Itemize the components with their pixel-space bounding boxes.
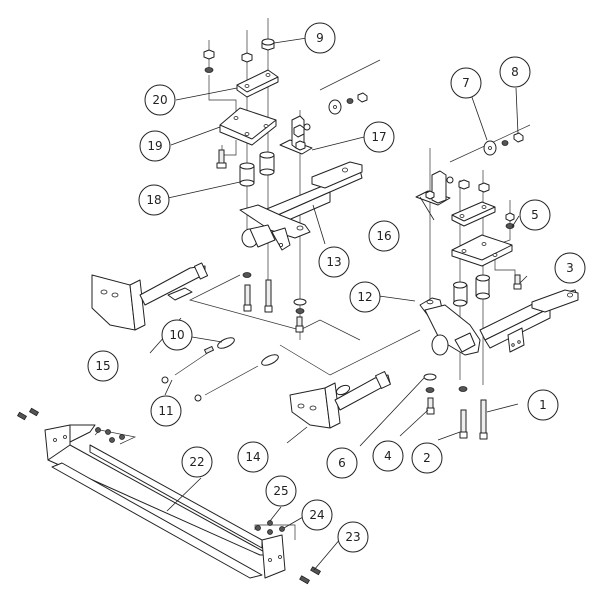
callout-label: 5 [531, 208, 539, 222]
part-14-bracket [289, 371, 391, 429]
callout-label: 3 [566, 261, 574, 275]
right-spacers [453, 274, 490, 307]
callout-label: 23 [345, 530, 360, 544]
callout-label: 14 [245, 450, 260, 464]
callout-label: 4 [384, 449, 392, 463]
callout-label: 15 [95, 359, 110, 373]
callout-25: 25 [265, 475, 297, 507]
part-7-washer [483, 140, 509, 156]
callout-4: 4 [372, 440, 404, 472]
bottom-hardware-left [16, 407, 125, 443]
bolt-small-left [216, 149, 227, 169]
part-24-washer [279, 526, 285, 532]
part-8-nut [513, 132, 524, 143]
callout-11: 11 [150, 395, 182, 427]
leader-lines [149, 37, 528, 571]
part-25-nuts [255, 520, 273, 535]
callout-label: 22 [189, 455, 204, 469]
callout-13: 13 [318, 246, 350, 278]
part-9-nut [261, 38, 275, 51]
bolts-under-12 [423, 373, 488, 440]
part-22-channel [44, 424, 286, 579]
part-10-cable [161, 337, 279, 402]
callout-label: 25 [273, 484, 288, 498]
callout-label: 8 [511, 65, 519, 79]
callout-19: 19 [139, 130, 171, 162]
callout-label: 18 [146, 193, 161, 207]
part-13-receiver-arm [239, 161, 363, 251]
callout-22: 22 [181, 446, 213, 478]
part-23-bolts [299, 566, 322, 585]
right-lower-plate [451, 234, 513, 267]
callout-label: 1 [539, 398, 547, 412]
callout-label: 24 [309, 508, 324, 522]
callout-23: 23 [337, 521, 369, 553]
callout-8: 8 [499, 56, 531, 88]
callout-10: 10 [161, 319, 193, 351]
callout-14: 14 [237, 441, 269, 473]
washer-17 [328, 92, 368, 115]
callout-24: 24 [301, 499, 333, 531]
part-12-receiver-arm [419, 289, 579, 356]
callout-label: 9 [316, 31, 324, 45]
callout-label: 12 [357, 290, 372, 304]
part-15-bracket [91, 262, 209, 331]
callout-label: 11 [158, 404, 173, 418]
callout-6: 6 [326, 447, 358, 479]
part-5-washer [505, 223, 515, 229]
part-16-bracket [415, 170, 454, 206]
bolts-under-13 [242, 272, 307, 333]
callout-5: 5 [519, 199, 551, 231]
callout-label: 10 [169, 328, 184, 342]
callout-label: 7 [462, 76, 470, 90]
callout-2: 2 [411, 442, 443, 474]
callout-1: 1 [527, 389, 559, 421]
callout-label: 19 [147, 139, 162, 153]
callout-12: 12 [349, 281, 381, 313]
part-20-plate [236, 69, 279, 98]
part-18-spacer [239, 151, 275, 187]
callout-20: 20 [144, 84, 176, 116]
callout-label: 2 [423, 451, 431, 465]
callout-label: 17 [371, 130, 386, 144]
part-17-bracket [279, 115, 313, 155]
nut-top-left [203, 49, 253, 73]
callout-label: 6 [338, 456, 346, 470]
callout-9: 9 [304, 22, 336, 54]
callout-label: 16 [376, 229, 391, 243]
part-19-plate [219, 107, 277, 146]
callout-15: 15 [87, 350, 119, 382]
callout-7: 7 [450, 67, 482, 99]
right-stack-nuts [458, 179, 515, 222]
part-3-bolt [513, 274, 522, 290]
right-upper-plate [451, 201, 496, 227]
callout-18: 18 [138, 184, 170, 216]
callout-label: 13 [326, 255, 341, 269]
callout-3: 3 [554, 252, 586, 284]
callout-17: 17 [363, 121, 395, 153]
callout-16: 16 [368, 220, 400, 252]
callout-label: 20 [152, 93, 167, 107]
assembly-axis-lines [94, 18, 531, 540]
